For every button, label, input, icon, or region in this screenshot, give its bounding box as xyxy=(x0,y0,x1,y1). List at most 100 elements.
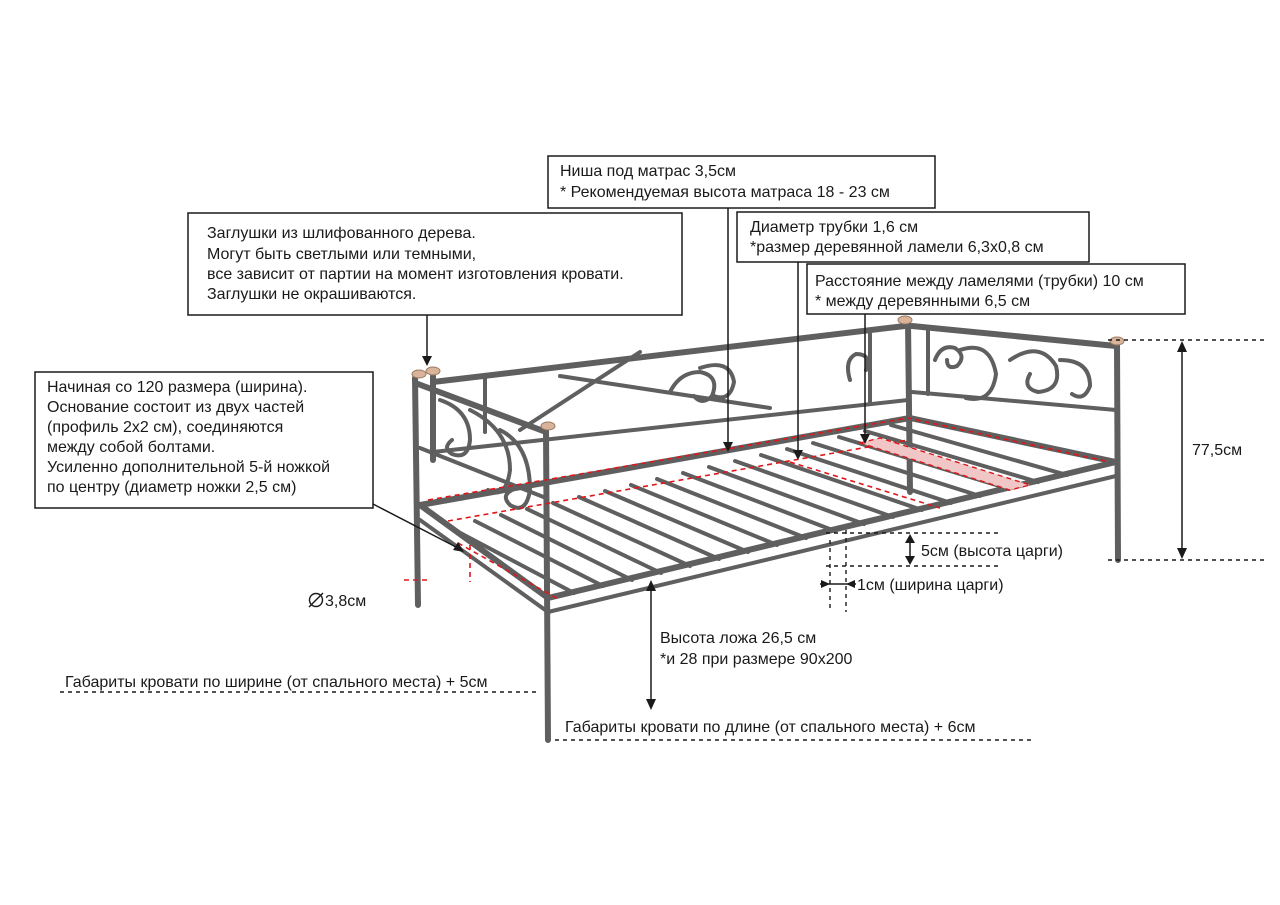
arrowhead xyxy=(905,556,915,565)
slat xyxy=(889,423,1069,477)
slat xyxy=(447,525,576,595)
arrowhead xyxy=(821,580,830,588)
pointer-arrowhead xyxy=(723,442,733,452)
slat xyxy=(499,513,634,582)
guide-top-back xyxy=(427,417,1111,501)
callout-text: Заглушки из шлифованного дерева. xyxy=(207,225,476,242)
arrowhead xyxy=(1177,548,1187,559)
dim-label: 1см (ширина царги) xyxy=(857,577,1004,594)
scroll xyxy=(933,345,964,370)
slat xyxy=(759,453,924,512)
front-left-post xyxy=(543,427,551,743)
scroll-ornaments xyxy=(438,345,1093,510)
callout-text: * Рекомендуемая высота матраса 18 - 23 с… xyxy=(560,184,890,201)
arrowhead xyxy=(905,534,915,543)
scroll xyxy=(846,351,870,382)
slat xyxy=(863,429,1040,484)
left-arm-top-rail xyxy=(415,381,549,435)
callout-text: Усиленно дополнительной 5-й ножкой xyxy=(47,459,330,476)
slat xyxy=(733,459,895,519)
guide-left-inner xyxy=(457,542,561,601)
base-front-rail-lower xyxy=(546,474,1118,614)
scroll xyxy=(698,363,737,400)
scroll xyxy=(1008,349,1060,395)
slat xyxy=(681,471,837,533)
callout-plugs: Заглушки из шлифованного дерева. Могут б… xyxy=(187,212,683,316)
slat xyxy=(629,483,779,547)
callout-box xyxy=(187,212,683,316)
callout-text: Могут быть светлыми или темными, xyxy=(207,246,476,263)
back-diagonal-2 xyxy=(558,374,772,410)
dim-label: Габариты кровати по ширине (от спального… xyxy=(65,674,488,691)
callout-tube: Диаметр трубки 1,6 см *размер деревянной… xyxy=(736,211,1090,263)
pointer-arrowhead xyxy=(453,542,464,552)
guide-back-inner xyxy=(447,439,909,522)
slat xyxy=(577,495,721,561)
wooden-slat-highlight xyxy=(857,437,1033,491)
dim-total-height: 77,5см xyxy=(1108,339,1265,561)
callout-text: между собой болтами. xyxy=(47,439,215,456)
bed-frame xyxy=(411,315,1125,743)
callout-text: * между деревянными 6,5 см xyxy=(815,293,1030,310)
dim-label: 77,5см xyxy=(1192,442,1242,459)
callout-base: Начиная со 120 размера (ширина). Основан… xyxy=(34,371,374,509)
callout-text: (профиль 2х2 см), соединяются xyxy=(47,419,283,436)
dim-label: Габариты кровати по длине (от спального … xyxy=(565,719,976,736)
callout-text: Начиная со 120 размера (ширина). xyxy=(47,379,307,396)
callout-text: *размер деревянной ламели 6,3х0,8 см xyxy=(750,239,1044,256)
callout-niche: Ниша под матрас 3,5см * Рекомендуемая вы… xyxy=(547,155,936,209)
right-arm-lower-rail xyxy=(910,390,1118,412)
callout-text: Ниша под матрас 3,5см xyxy=(560,163,736,180)
slat xyxy=(551,501,692,568)
back-lower-rail xyxy=(431,398,910,454)
wood-plug xyxy=(411,369,427,379)
dim-overall-length: Габариты кровати по длине (от спального … xyxy=(555,719,1035,741)
pointer-base xyxy=(372,503,459,549)
arrowhead xyxy=(646,580,656,591)
callout-text: Диаметр трубки 1,6 см xyxy=(750,219,918,236)
base-left-rail-lower xyxy=(418,518,550,614)
slat xyxy=(603,489,750,554)
wood-plug xyxy=(1109,336,1125,346)
dim-label: *и 28 при размере 90х200 xyxy=(660,651,852,668)
back-right-post xyxy=(905,319,913,495)
dim-rail-height: 5см (высота царги) xyxy=(826,532,1063,567)
arrowhead xyxy=(646,699,656,710)
slat xyxy=(707,465,866,526)
dim-label: Высота ложа 26,5 см xyxy=(660,630,816,647)
wood-plug xyxy=(540,421,556,431)
dim-label: 3,8см xyxy=(325,593,366,610)
back-left-post xyxy=(412,375,421,608)
callout-box xyxy=(736,211,1090,263)
callout-box xyxy=(547,155,936,209)
dim-rail-width: 1см (ширина царги) xyxy=(820,530,1004,612)
callout-text: Основание состоит из двух частей xyxy=(47,399,304,416)
callout-text: Заглушки не окрашиваются. xyxy=(207,286,416,303)
slat xyxy=(785,447,953,505)
callout-text: по центру (диаметр ножки 2,5 см) xyxy=(47,479,296,496)
callout-pointers xyxy=(372,208,870,552)
callout-box xyxy=(34,371,374,509)
guide-slat-spacing xyxy=(789,461,941,509)
dim-leg-diameter: 3,8см xyxy=(308,592,366,610)
slat xyxy=(655,477,808,540)
scroll xyxy=(468,408,513,495)
red-guide-lines xyxy=(404,417,1111,601)
callout-spacing: Расстояние между ламелями (трубки) 10 см… xyxy=(806,263,1186,315)
slat xyxy=(473,519,605,588)
left-arm-lower-rail xyxy=(418,446,548,500)
wood-plug xyxy=(425,366,441,376)
scroll xyxy=(498,428,533,510)
dim-overall-width: Габариты кровати по ширине (от спального… xyxy=(60,674,540,693)
base-left-rail xyxy=(417,502,551,601)
dim-label: 5см (высота царги) xyxy=(921,543,1063,560)
arrowhead xyxy=(846,580,855,588)
pointer-arrowhead xyxy=(860,434,870,444)
pointer-arrowhead xyxy=(422,356,432,366)
dim-bed-height: Высота ложа 26,5 см *и 28 при размере 90… xyxy=(646,580,852,710)
arrowhead xyxy=(1177,341,1187,352)
scroll xyxy=(958,345,999,401)
back-diagonal-1 xyxy=(518,350,642,432)
wood-plug xyxy=(897,315,913,325)
